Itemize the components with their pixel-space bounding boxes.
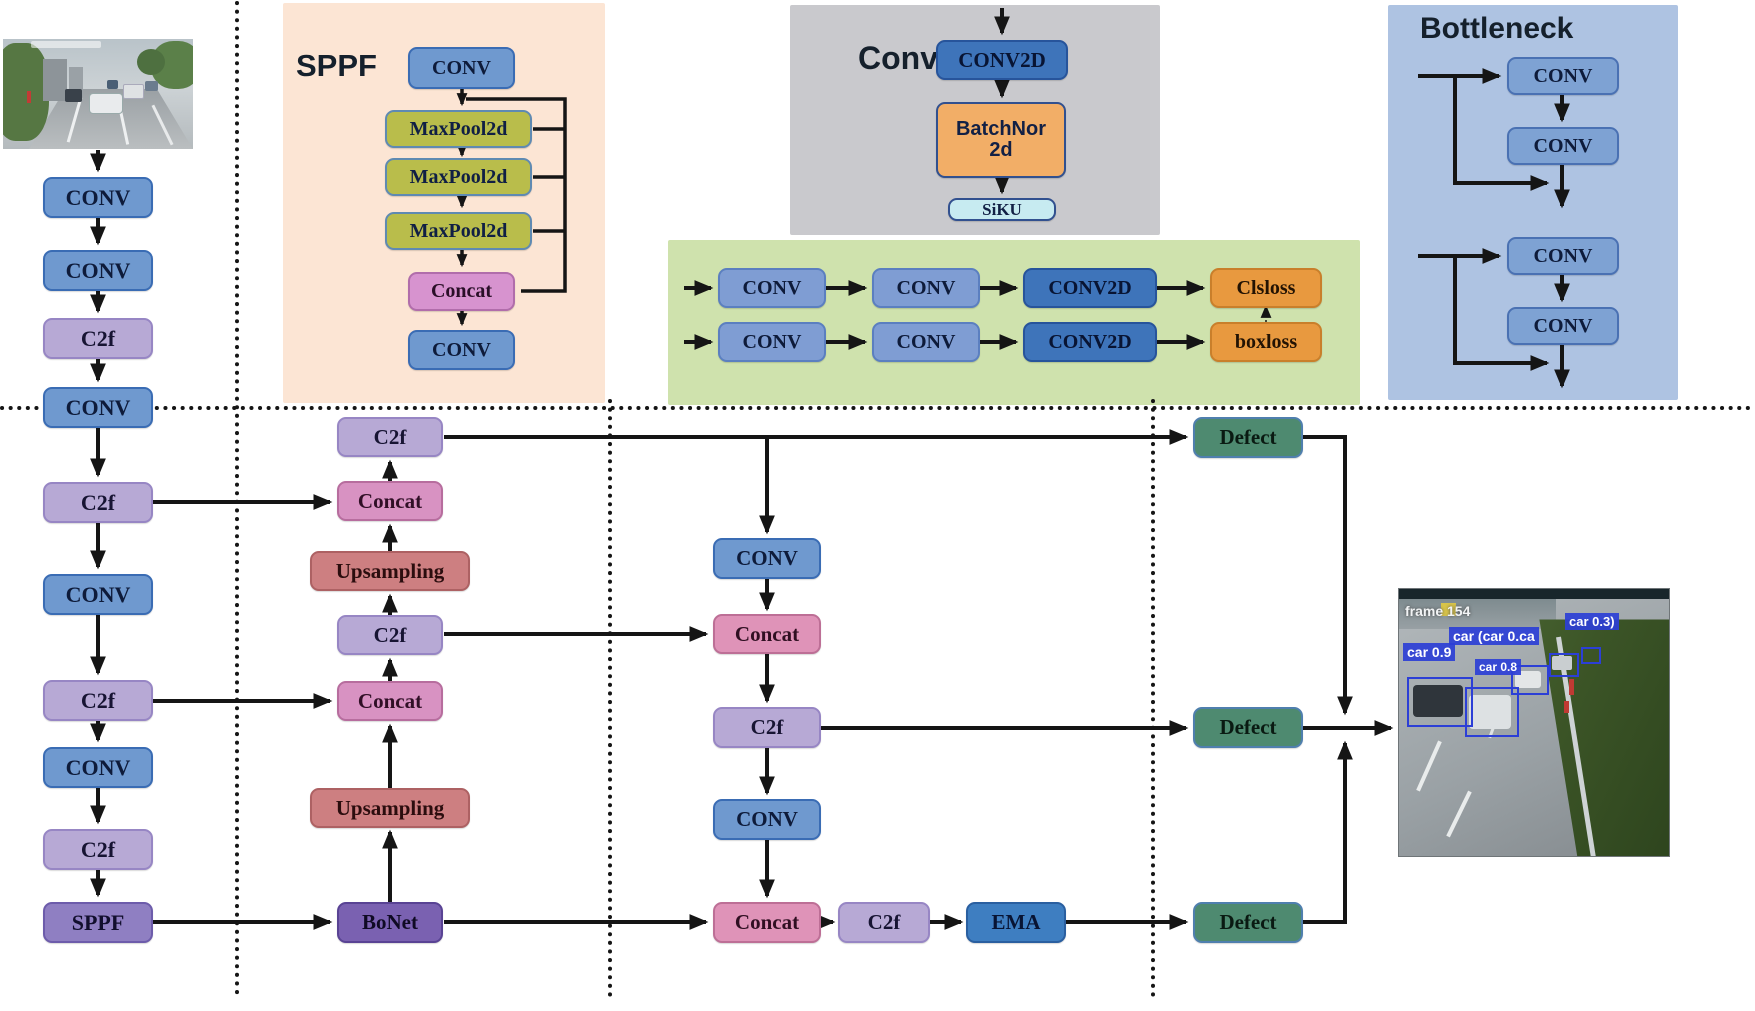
edge-60 [1453,256,1550,371]
output-top-bar [1399,589,1669,599]
node-sp-conv-bot: CONV [408,330,515,370]
node-nk-c2f-top: C2f [337,417,443,457]
detection-box [1581,647,1601,664]
output-red-marker [1563,701,1569,713]
node-hd-concat-bot: Concat [713,902,821,943]
node-bb-c2f3: C2f [43,680,153,721]
node-sp-mp3: MaxPool2d [385,212,532,250]
node-hd-c2f-mid: C2f [713,707,821,748]
node-sp-conv-top: CONV [408,47,515,89]
conv-panel-title: Conv [858,40,938,76]
node-def-2: Defect [1193,707,1303,748]
output-horizon [1399,599,1556,629]
node-bb-conv5: CONV [43,747,153,788]
node-def-3: Defect [1193,902,1303,943]
detection-label: car (car 0.ca [1449,627,1539,645]
node-bt-conv2b: CONV [1507,307,1619,345]
detection-box [1465,687,1519,737]
node-bb-c2f1: C2f [43,318,153,359]
frame-counter-label: frame 154 [1405,603,1471,619]
node-hd-concat-top: Concat [713,614,821,654]
edge-39 [466,97,567,293]
node-sp-mp1: MaxPool2d [385,110,532,148]
output-car [1469,695,1511,729]
bottleneck-panel-title: Bottleneck [1420,12,1574,45]
input-trees [137,49,165,75]
input-trees-left [3,43,49,141]
output-red-marker [1569,679,1575,695]
node-gp-cls: Clsloss [1210,268,1322,308]
node-gp-conv1b: CONV [718,322,826,362]
output-car [1552,656,1572,670]
node-gp-box: boxloss [1210,322,1322,362]
node-cp-siku: SiKU [948,198,1056,221]
node-gp-conv2da: CONV2D [1023,268,1157,308]
node-nk-c2f-mid: C2f [337,615,443,655]
node-bt-conv1b: CONV [1507,127,1619,165]
edge-56 [1453,76,1550,191]
input-car [89,93,123,114]
node-sp-mp2: MaxPool2d [385,158,532,196]
detection-box [1407,677,1473,727]
output-yellow-patch [1441,603,1456,616]
node-hd-conv-bot: CONV [713,799,821,840]
node-nk-ups-bot: Upsampling [310,788,470,828]
detection-box [1511,665,1549,695]
node-nk-bonet: BoNet [337,902,443,943]
edge-31 [1303,435,1353,716]
node-sp-concat: Concat [408,272,515,311]
input-car [123,84,144,99]
node-bt-conv1a: CONV [1507,57,1619,95]
node-gp-conv2b: CONV [872,322,980,362]
edge-32 [1303,740,1353,924]
node-bb-c2f4: C2f [43,829,153,870]
detection-box [1549,653,1579,677]
output-car [1413,685,1463,717]
node-bb-conv3: CONV [43,387,153,428]
node-bb-conv2: CONV [43,250,153,291]
input-car [65,89,82,102]
node-nk-concat-top: Concat [337,481,443,521]
node-bt-conv2a: CONV [1507,237,1619,275]
input-roadside-marker [27,91,31,103]
node-bb-c2f2: C2f [43,482,153,523]
node-bb-sppf: SPPF [43,902,153,943]
node-bb-conv1: CONV [43,177,153,218]
node-cp-conv2d: CONV2D [936,40,1068,80]
output-detection-image: frame 154 car 0.9 car (car 0.ca car 0.3)… [1398,588,1670,857]
node-gp-conv2a: CONV [872,268,980,308]
node-def-1: Defect [1193,417,1303,458]
sppf-panel-title: SPPF [296,48,377,83]
node-nk-ups-top: Upsampling [310,551,470,591]
input-timestamp-overlay [31,41,101,48]
detection-label: car 0.3) [1565,613,1619,630]
node-hd-c2f-bot: C2f [838,902,930,943]
node-hd-conv-top: CONV [713,538,821,579]
detection-label: car 0.9 [1403,643,1456,661]
input-road-image [3,39,193,149]
node-gp-conv1a: CONV [718,268,826,308]
output-car [1515,671,1541,688]
input-car [107,80,118,89]
node-nk-concat-bot: Concat [337,681,443,721]
node-cp-bn: BatchNor 2d [936,102,1066,178]
detection-label: car 0.8 [1475,659,1522,675]
input-building [43,59,67,101]
node-gp-conv2db: CONV2D [1023,322,1157,362]
input-car [145,81,158,91]
node-hd-ema: EMA [966,902,1066,943]
node-bb-conv4: CONV [43,574,153,615]
